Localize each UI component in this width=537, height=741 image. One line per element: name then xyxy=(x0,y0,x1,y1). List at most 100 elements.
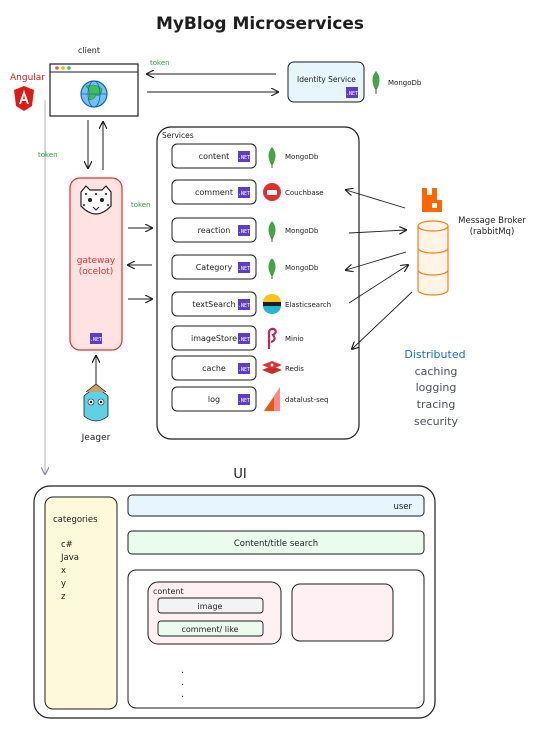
ellipsis-dot: · xyxy=(181,680,184,691)
service-row-cache: cache .NET Redis xyxy=(171,355,304,381)
service-name: log xyxy=(208,395,220,404)
identity-service-label: Identity Service xyxy=(297,75,356,84)
identity-db-label: MongoDb xyxy=(388,79,422,87)
svg-text:.NET: .NET xyxy=(238,266,250,272)
broker-label-line2: (rabbitMq) xyxy=(470,227,515,237)
message-broker-node: Message Broker (rabbitMq) xyxy=(417,188,526,296)
dotnet-badge-icon: .NET xyxy=(238,151,250,162)
category-item: Java xyxy=(60,553,79,563)
distributed-heading: Distributed xyxy=(404,348,465,361)
mongodb-leaf-icon xyxy=(268,221,276,242)
comment-like-slot xyxy=(157,620,264,637)
ui-mockup: categories c# Java x y z user Content/ti… xyxy=(33,485,436,719)
jeager-node: Jeager xyxy=(81,356,111,443)
dotnet-badge-icon: .NET xyxy=(90,333,102,344)
svg-text:.NET: .NET xyxy=(238,229,250,235)
content-area: content image comment/ like · · · xyxy=(127,569,425,709)
category-item: c# xyxy=(61,540,73,550)
service-db-label: Minio xyxy=(285,335,304,343)
svg-text:.NET: .NET xyxy=(238,398,250,404)
gateway-node: gateway (ocelot) .NET xyxy=(69,177,123,351)
distributed-list: Distributed caching logging tracing secu… xyxy=(404,348,465,428)
dotnet-badge-icon: .NET xyxy=(238,333,250,344)
service-name: content xyxy=(199,152,230,161)
service-name: cache xyxy=(202,364,226,373)
mongodb-leaf-icon xyxy=(372,71,380,94)
service-db-label: Redis xyxy=(285,365,304,373)
redis-icon xyxy=(262,361,282,374)
broker-arrow-4 xyxy=(348,265,408,304)
svg-text:.NET: .NET xyxy=(238,155,250,161)
broker-arrow-1 xyxy=(346,190,406,209)
dotnet-badge-icon: .NET xyxy=(238,299,250,310)
gateway-label-line1: gateway xyxy=(77,256,116,266)
service-db-label: Elasticsearch xyxy=(285,301,331,309)
token-label-identity: token xyxy=(150,59,170,67)
service-db-label: MongoDb xyxy=(285,153,319,161)
jeager-label: Jeager xyxy=(81,433,111,443)
ellipsis-dot: · xyxy=(181,692,184,703)
services-group: Services content .NET MongoDb comment .NET Co… xyxy=(156,126,360,440)
category-item: y xyxy=(61,579,66,589)
ui-title: UI xyxy=(233,467,246,482)
category-item: z xyxy=(61,592,66,602)
service-row-category: Category .NET MongoDb xyxy=(171,254,319,280)
seq-icon xyxy=(264,387,280,411)
service-db-label: MongoDb xyxy=(285,227,319,235)
ocelot-icon xyxy=(80,185,112,215)
distributed-item: tracing xyxy=(417,398,456,411)
categories-title: categories xyxy=(53,515,98,525)
user-label: user xyxy=(393,502,412,512)
token-label-gateway: token xyxy=(131,201,151,209)
angular-label: Angular xyxy=(10,73,45,83)
distributed-item: caching xyxy=(415,365,458,378)
categories-panel: categories c# Java x y z xyxy=(44,496,118,710)
jaeger-gopher-icon xyxy=(83,383,109,422)
svg-text:.NET: .NET xyxy=(90,337,102,343)
mongodb-leaf-icon xyxy=(268,147,276,168)
service-row-content: content .NET MongoDb xyxy=(171,143,319,169)
angular-node: Angular xyxy=(10,73,45,111)
service-row-imagestore: imageStore.NET Minio xyxy=(171,325,304,351)
ellipsis-dot: · xyxy=(181,668,184,679)
service-row-log: log .NET datalust-seq xyxy=(171,386,328,412)
service-row-reaction: reaction .NET MongoDb xyxy=(171,217,319,243)
service-name: reaction xyxy=(198,226,231,235)
dotnet-badge-icon: .NET xyxy=(238,187,250,198)
dotnet-badge-icon: .NET xyxy=(238,363,250,374)
service-row-comment: comment .NET Couchbase xyxy=(171,179,324,205)
service-name: comment xyxy=(195,188,233,197)
content-card-title: content xyxy=(153,587,184,596)
service-db-label: datalust-seq xyxy=(285,396,328,404)
minio-icon xyxy=(267,327,277,349)
dotnet-badge-icon: .NET xyxy=(238,225,250,236)
broker-arrow-2 xyxy=(348,230,406,233)
category-item: x xyxy=(61,566,66,576)
svg-text:.NET: .NET xyxy=(238,367,250,373)
service-name: Category xyxy=(196,263,233,272)
dotnet-badge-icon: .NET xyxy=(238,262,250,273)
distributed-item: logging xyxy=(416,381,457,394)
service-name: imageStore xyxy=(191,334,237,343)
elasticsearch-icon xyxy=(263,294,281,314)
content-card: content image comment/ like xyxy=(147,581,282,645)
service-name: textSearch xyxy=(192,300,235,309)
client-node: client xyxy=(49,46,139,117)
service-db-label: MongoDb xyxy=(285,264,319,272)
broker-queue-icon xyxy=(417,220,449,296)
user-bar: user xyxy=(127,494,425,517)
mongodb-leaf-icon xyxy=(268,258,276,279)
broker-label-line1: Message Broker xyxy=(458,216,526,226)
services-title: Services xyxy=(162,131,194,140)
svg-text:.NET: .NET xyxy=(346,91,358,97)
svg-text:.NET: .NET xyxy=(238,303,250,309)
search-label: Content/title search xyxy=(234,539,318,549)
service-db-label: Couchbase xyxy=(285,189,324,197)
token-label-client: token xyxy=(38,151,58,159)
image-slot xyxy=(157,597,264,614)
image-label: image xyxy=(198,602,223,611)
distributed-item: security xyxy=(414,415,458,428)
broker-arrow-3 xyxy=(346,251,407,270)
gateway-label-line2: (ocelot) xyxy=(79,267,114,277)
